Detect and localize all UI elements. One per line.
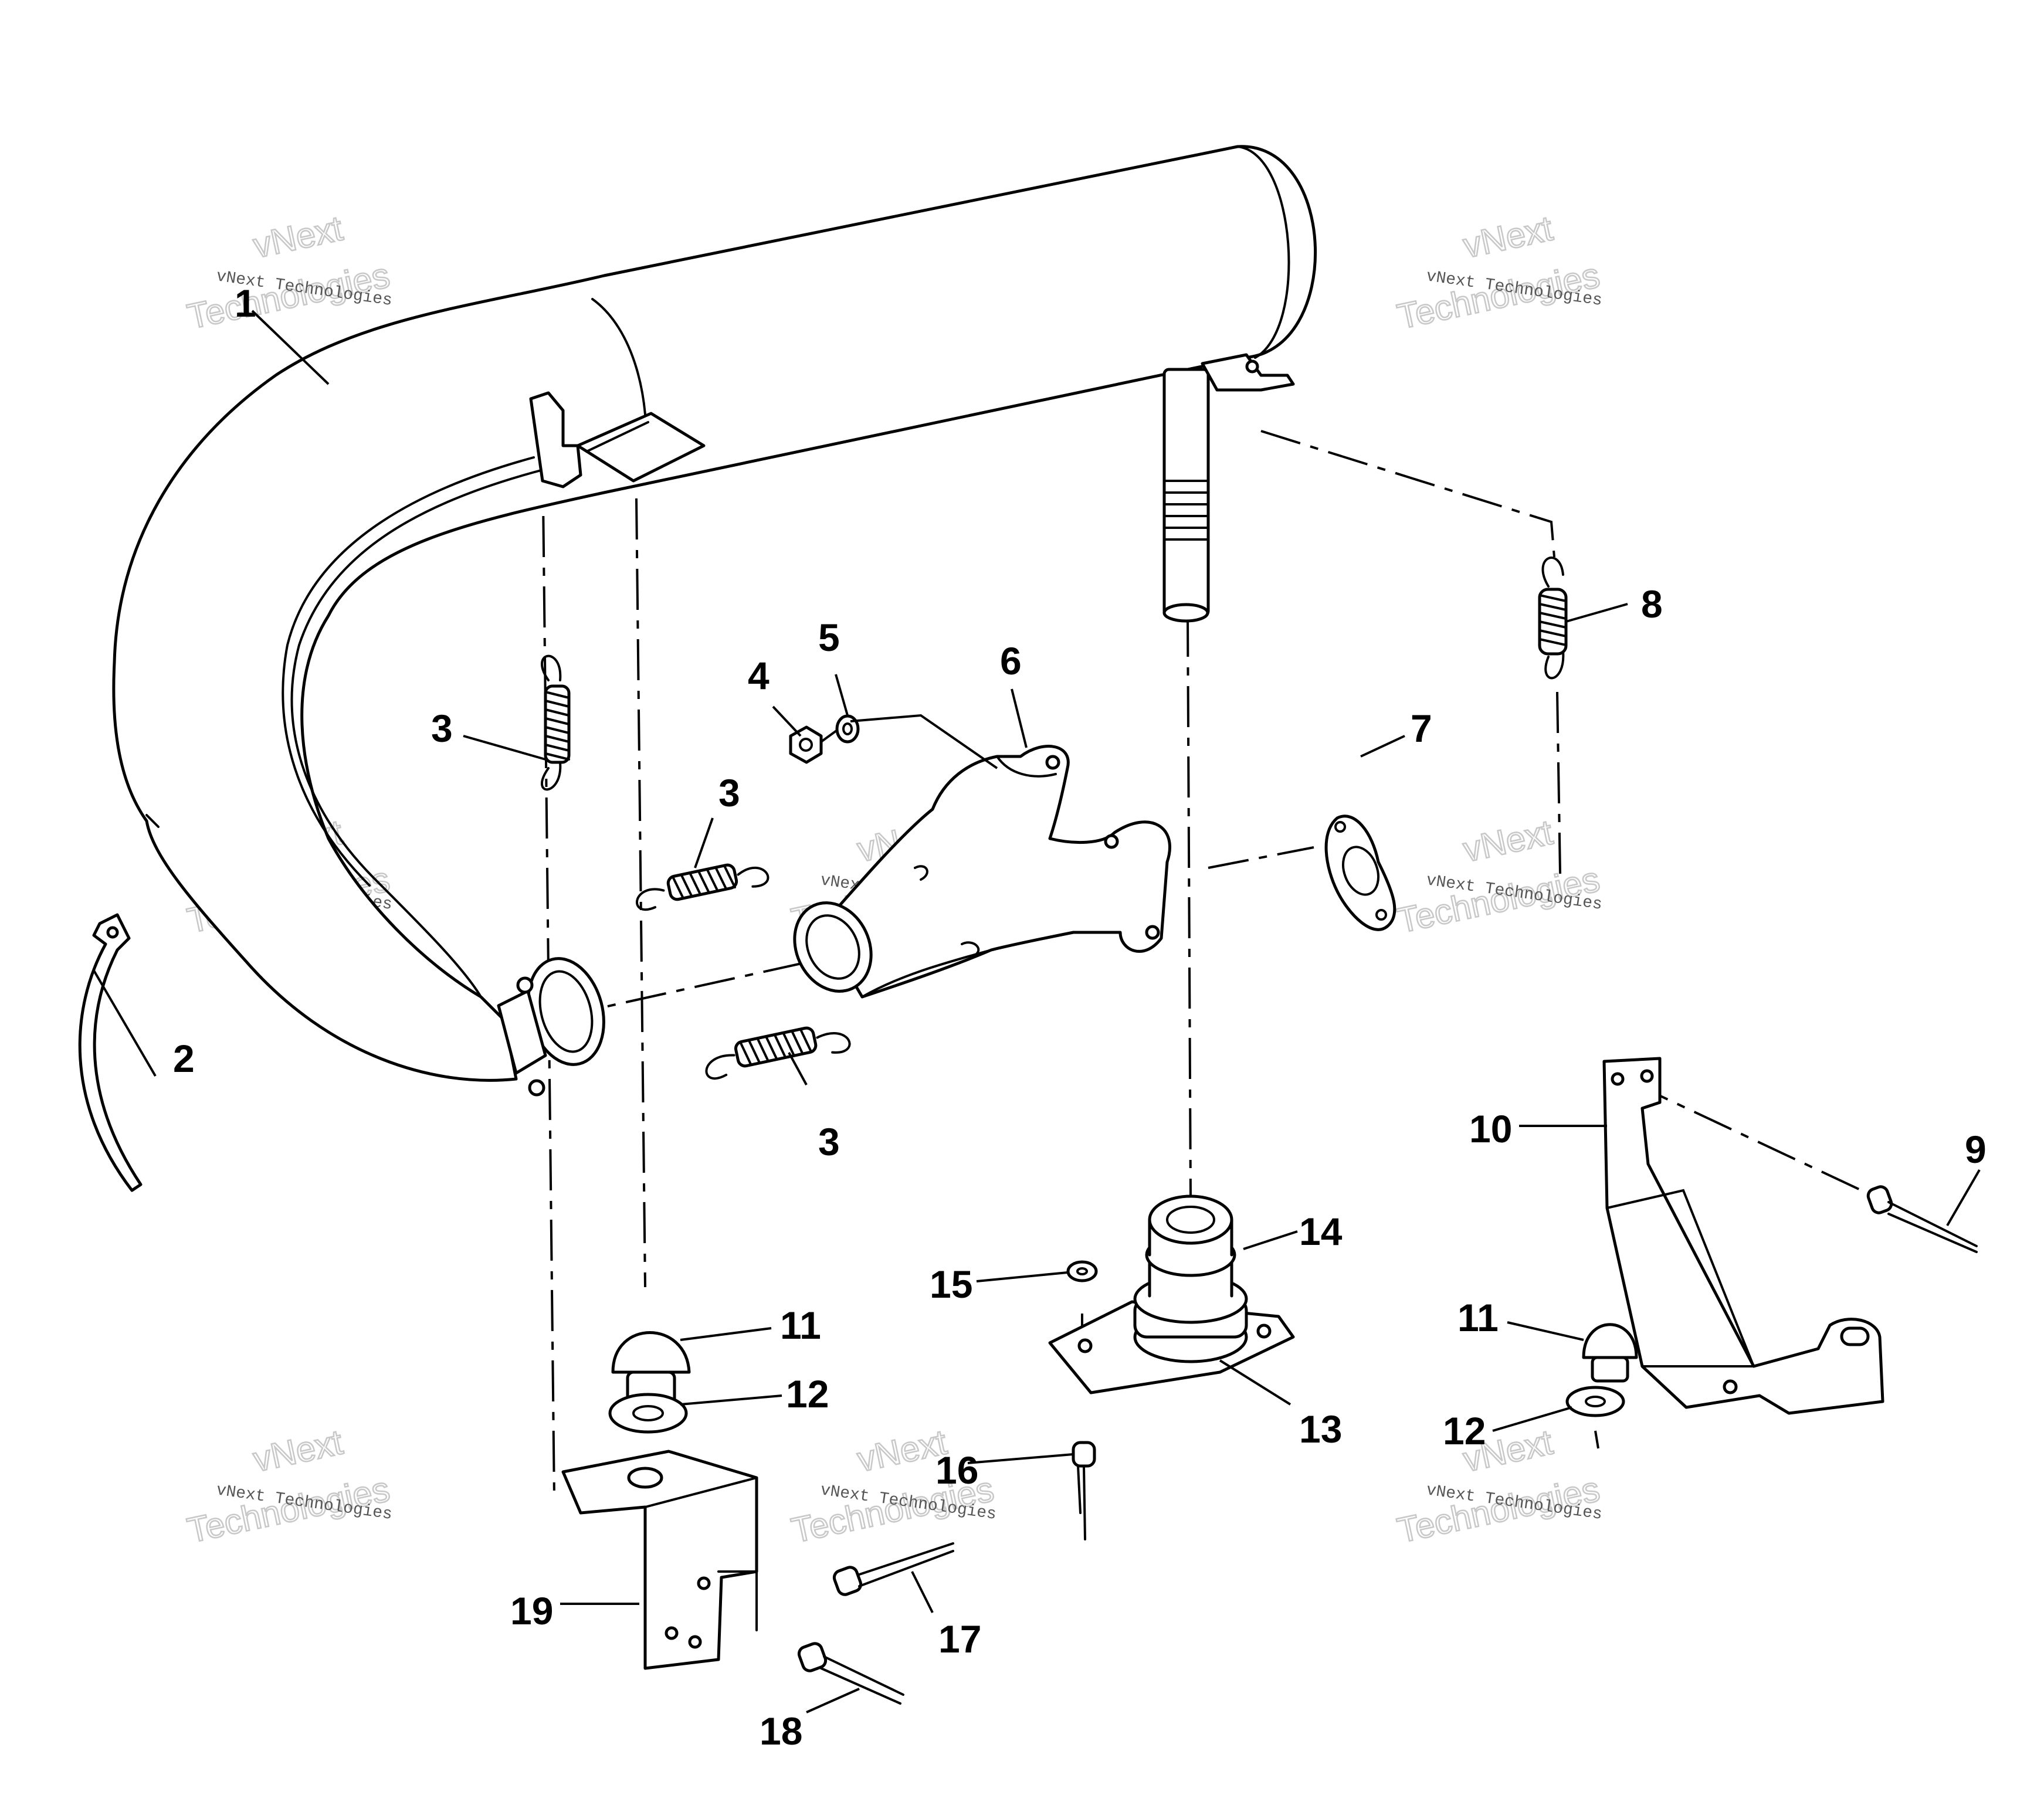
callout-11b: 11 <box>1457 1296 1499 1339</box>
bracket-right <box>1602 1057 1884 1415</box>
rivet-center <box>1072 1441 1096 1540</box>
callout-5: 5 <box>818 616 840 659</box>
rivet-18 <box>797 1642 904 1705</box>
stinger-pipe <box>1162 368 1210 623</box>
rubber-isolator <box>1133 1194 1248 1363</box>
watermark-1: vNext Technologies <box>183 208 394 337</box>
rivet-right <box>1866 1185 1978 1253</box>
svg-text:vNext: vNext <box>250 1422 346 1479</box>
callout-12a: 12 <box>786 1372 829 1416</box>
svg-text:vNext: vNext <box>1460 812 1556 869</box>
bracket-lower <box>561 1450 758 1670</box>
callout-19: 19 <box>510 1589 553 1633</box>
svg-text:vNext: vNext <box>250 208 346 265</box>
watermark-9: vNext Technologies <box>1393 1421 1604 1551</box>
watermark-3: vNext Technologies <box>1393 208 1604 337</box>
callout-9: 9 <box>1965 1128 1987 1171</box>
callout-8: 8 <box>1641 582 1663 626</box>
callout-3c: 3 <box>818 1120 840 1163</box>
leader-lines <box>93 310 1981 1713</box>
callout-3b: 3 <box>718 771 740 815</box>
watermark-6: vNext Technologies <box>1393 812 1604 941</box>
spring-middle <box>636 863 770 911</box>
y-pipe <box>793 745 1171 999</box>
spring-right <box>1538 556 1568 680</box>
watermark-7: vNext Technologies <box>183 1421 394 1551</box>
callout-1: 1 <box>235 281 256 325</box>
washer-left <box>608 1393 688 1434</box>
callout-14: 14 <box>1299 1210 1343 1253</box>
upper-mount-bracket <box>529 391 706 488</box>
callout-6: 6 <box>1000 639 1022 683</box>
spring-vertical <box>541 654 571 791</box>
callout-10: 10 <box>1469 1107 1512 1151</box>
callout-18: 18 <box>760 1709 802 1753</box>
callout-7: 7 <box>1411 707 1432 750</box>
callout-11a: 11 <box>780 1304 821 1347</box>
callout-16: 16 <box>935 1448 978 1492</box>
callout-13: 13 <box>1299 1407 1342 1451</box>
pipe-slip-joint <box>497 957 605 1097</box>
strap <box>78 913 143 1192</box>
washer-right <box>1565 1386 1625 1417</box>
spring-lower <box>705 1026 851 1080</box>
nut <box>789 725 823 764</box>
rivet-17 <box>832 1542 954 1596</box>
assembly-lines <box>541 430 1874 1499</box>
callout-3a: 3 <box>431 707 453 750</box>
right-hook-tab <box>1201 353 1295 392</box>
washer-small <box>835 714 860 744</box>
callout-2: 2 <box>173 1037 195 1080</box>
muffler-assembly <box>112 145 1317 1097</box>
washer-tiny <box>1066 1260 1098 1282</box>
callout-17: 17 <box>938 1617 981 1661</box>
callout-4: 4 <box>748 654 770 697</box>
callout-12b: 12 <box>1443 1409 1486 1453</box>
gasket <box>1324 815 1396 931</box>
callout-15: 15 <box>930 1263 972 1306</box>
callouts: 1 2 3 3 3 4 5 6 7 8 9 10 11 11 12 12 13 … <box>173 281 1987 1753</box>
grommet-right <box>1582 1323 1638 1383</box>
svg-text:vNext: vNext <box>1460 208 1556 265</box>
